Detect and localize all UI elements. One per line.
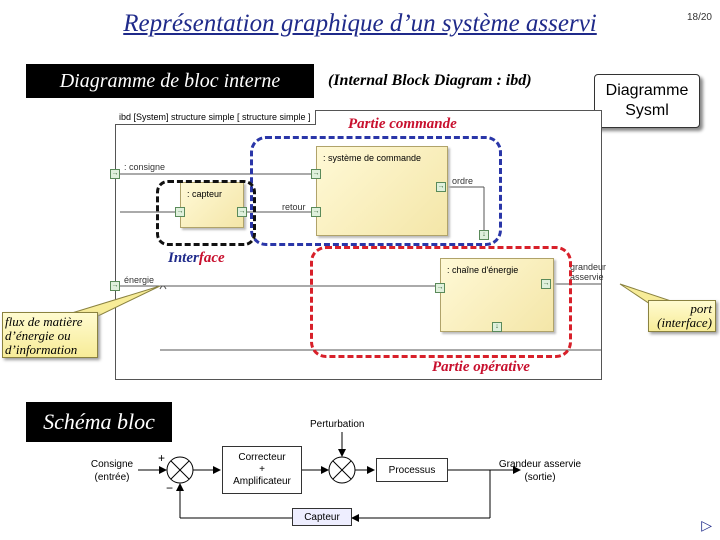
flow-energie-label: énergie [124, 275, 155, 285]
consigne-label-main: Consigne [90, 459, 134, 470]
ibd-frame-tab: ibd [System] structure simple [ structur… [115, 110, 316, 125]
plus-sign: + [158, 451, 166, 465]
flow-grandeur-asservie-label: grandeur asservie [570, 262, 607, 282]
port-chaine-out[interactable]: → [541, 279, 551, 289]
next-slide-icon[interactable]: ▷ [701, 517, 712, 533]
correcteur-line1: Correcteur [238, 452, 286, 463]
port-command-in[interactable]: → [311, 169, 321, 179]
block-chaine-energie-label: : chaîne d'énergie [447, 265, 519, 275]
minus-sign: − [166, 481, 174, 495]
partie-operative-label: Partie opérative [432, 359, 530, 375]
correcteur-line3: Amplificateur [233, 476, 291, 487]
interface-label: Interface [168, 250, 225, 267]
processus-block[interactable]: Processus [376, 458, 448, 482]
sortie-label: Grandeur asservie (sortie) [492, 458, 588, 484]
ibd-section-label: Diagramme de bloc interne [26, 64, 314, 98]
flow-consigne-label: : consigne [124, 162, 166, 172]
block-systeme-commande-label: : système de commande [323, 153, 422, 163]
correcteur-block[interactable]: Correcteur + Amplificateur [222, 446, 302, 494]
flux-callout: flux de matière d’énergie ou d’informati… [2, 312, 98, 358]
port-chaine-bottom[interactable]: ↓ [492, 322, 502, 332]
sysml-badge: Diagramme Sysml [594, 74, 700, 128]
interface-label-suffix: face [198, 250, 225, 266]
consigne-label: Consigne (entrée) [84, 458, 140, 484]
sortie-label-main: Grandeur asservie [498, 459, 582, 470]
port-consigne[interactable]: → [110, 169, 120, 179]
correcteur-line2: + [259, 464, 265, 475]
flow-retour-label: retour [282, 202, 306, 212]
page-number: 18/20 [686, 12, 712, 23]
port-command-ordre[interactable]: → [436, 182, 446, 192]
partie-commande-label: Partie commande [348, 116, 457, 132]
interface-outline [156, 180, 256, 246]
partie-operative-outline [310, 246, 572, 358]
port-callout: port (interface) [648, 300, 716, 332]
sysml-badge-line1: Diagramme [605, 82, 689, 99]
ibd-subtitle: (Internal Block Diagram : ibd) [328, 72, 532, 89]
capteur-block[interactable]: Capteur [292, 508, 352, 526]
interface-label-prefix: Inter [168, 250, 199, 266]
perturbation-label: Perturbation [310, 419, 365, 430]
port-chaine-in[interactable]: → [435, 283, 445, 293]
block-systeme-commande[interactable]: : système de commande [316, 146, 448, 236]
port-capteur-out[interactable]: → [237, 207, 247, 217]
flow-ordre-label: ordre [452, 176, 474, 186]
port-command-retour[interactable]: → [311, 207, 321, 217]
sortie-label-sub: (sortie) [524, 472, 556, 483]
port-callout-line1: port [690, 301, 712, 316]
port-capteur-in[interactable]: → [175, 207, 185, 217]
block-capteur-label: : capteur [187, 189, 223, 199]
page-title: Représentation graphique d’un système as… [123, 10, 597, 37]
sysml-badge-line2: Sysml [625, 102, 669, 119]
port-energie-in[interactable]: → [110, 281, 120, 291]
schema-bloc-label: Schéma bloc [26, 402, 172, 442]
block-capteur[interactable]: : capteur [180, 182, 244, 228]
port-callout-line2: (interface) [657, 315, 712, 330]
consigne-label-sub: (entrée) [94, 472, 130, 483]
